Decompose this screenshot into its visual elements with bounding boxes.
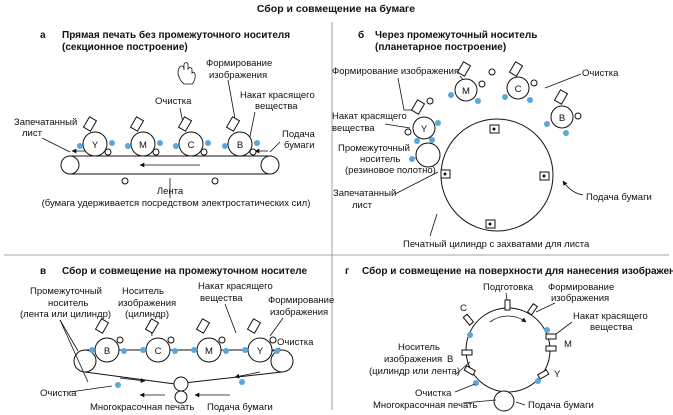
panel-a-subheading: (секционное построение) bbox=[62, 42, 188, 53]
panel-v-inter-label-2: носитель bbox=[48, 298, 88, 309]
panel-g-station-b: B bbox=[447, 354, 453, 365]
panel-v-unit-c: C bbox=[140, 318, 178, 363]
panel-b-forming-label: Формирование изображения bbox=[332, 66, 459, 77]
panel-v-carrier-label-2: изображения bbox=[118, 298, 176, 309]
panel-b-inter-label-2: носитель bbox=[360, 154, 400, 165]
panel-v-carrier-label-1: Носитель bbox=[122, 286, 164, 297]
panel-g-carrier-label-3: (цилиндр или лента) bbox=[369, 366, 460, 377]
panel-v: в Сбор и совмещение на промежуточном нос… bbox=[20, 265, 334, 413]
panel-b-unit-b: B bbox=[544, 89, 582, 136]
panel-v-drum-m-label: M bbox=[205, 346, 213, 357]
panel-b-feed-label: Подача бумаги bbox=[586, 192, 652, 203]
panel-v-inking-label-2: вещества bbox=[200, 293, 243, 304]
panel-b-printed-label-1: Запечатанный bbox=[333, 188, 396, 199]
panel-v-inking-label-1: Накат красящего bbox=[198, 281, 273, 292]
panel-g-forming-label-2: изображения bbox=[551, 293, 609, 304]
panel-g-cleaning-label: Очистка bbox=[415, 388, 452, 399]
panel-g-multicolor-label: Многокрасочная печать bbox=[373, 400, 477, 411]
panel-v-feed-label: Подача бумаги bbox=[207, 402, 273, 413]
panel-a-drum-c-label: C bbox=[188, 140, 195, 151]
panel-b-blanket bbox=[415, 142, 441, 168]
panel-g-letter: г bbox=[345, 266, 349, 277]
panel-v-unit-y: Y bbox=[242, 318, 280, 363]
panel-b-drum-m-label: M bbox=[462, 86, 470, 97]
panel-v-inter-label-1: Промежуточный bbox=[30, 286, 102, 297]
panel-a-unit-b: B bbox=[222, 116, 260, 157]
panel-a-belt bbox=[60, 148, 280, 185]
panel-g: г Сбор и совмещение на поверхности для н… bbox=[345, 265, 673, 412]
panel-a: а Прямая печать без промежуточного носит… bbox=[14, 29, 315, 209]
panel-b-printed-label-2: лист bbox=[352, 200, 373, 211]
panel-b-unit-m: M bbox=[448, 61, 486, 104]
panel-a-belt-label-2: (бумага удерживается посредством электро… bbox=[42, 198, 311, 209]
panel-v-unit-b: B bbox=[89, 318, 127, 363]
panel-b-unit-c: C bbox=[502, 61, 538, 103]
panel-a-inking-label-1: Накат красящего bbox=[240, 90, 315, 101]
panel-b-drum-c-label: C bbox=[515, 84, 522, 95]
panel-b: б Через промежуточный носитель (планетар… bbox=[332, 29, 652, 250]
panel-b-drum-y-label: Y bbox=[421, 124, 428, 135]
panel-b-print-cylinder bbox=[440, 118, 554, 232]
panel-v-forming-label-2: изображения bbox=[270, 307, 328, 318]
panel-v-multicolor-label: Многокрасочная печать bbox=[90, 402, 194, 413]
panel-g-feed-label: Подача бумаги bbox=[528, 400, 594, 411]
panel-g-prep-label: Подготовка bbox=[483, 282, 534, 293]
figure-title: Сбор и совмещение на бумаге bbox=[257, 3, 415, 15]
panel-a-forming-label-2: изображения bbox=[209, 70, 267, 81]
panel-b-inter-label-3: (резиновое полотно) bbox=[345, 165, 436, 176]
panel-a-feed-label-2: бумаги bbox=[284, 140, 314, 151]
panel-g-inking-label-2: вещества bbox=[590, 322, 633, 333]
panel-a-unit-y: Y bbox=[77, 116, 115, 157]
panel-a-unit-c: C bbox=[173, 116, 211, 157]
panel-v-forming-label-1: Формирование bbox=[268, 295, 334, 306]
panel-v-drum-y-label: Y bbox=[257, 346, 264, 357]
panel-g-inking-label-1: Накат красящего bbox=[573, 311, 648, 322]
panel-g-carrier-label-1: Носитель bbox=[398, 342, 440, 353]
panel-a-cleaning-label: Очистка bbox=[155, 96, 192, 107]
panel-g-station-y: Y bbox=[554, 369, 561, 380]
panel-v-unit-m: M bbox=[191, 318, 229, 363]
panel-a-drum-y-label: Y bbox=[92, 140, 99, 151]
panel-g-carrier-label-2: изображения bbox=[384, 354, 442, 365]
panel-b-letter: б bbox=[358, 29, 364, 41]
panel-v-drum-c-label: C bbox=[155, 346, 162, 357]
panel-b-inking-label-1: Накат красящего bbox=[332, 111, 407, 122]
panel-a-printed-label-2: лист bbox=[22, 128, 43, 139]
panel-a-forming-label-1: Формирование bbox=[206, 58, 272, 69]
panel-g-station-m: M bbox=[564, 339, 572, 350]
panel-a-feed-label-1: Подача bbox=[282, 129, 315, 140]
panel-v-inter-label-3: (лента или цилиндр) bbox=[20, 309, 111, 320]
panel-v-cleaning-left-label: Очистка bbox=[40, 388, 77, 399]
panel-v-letter: в bbox=[40, 266, 46, 277]
hand-icon bbox=[177, 62, 196, 85]
panel-a-letter: а bbox=[40, 30, 46, 41]
panel-g-forming-label-1: Формирование bbox=[548, 282, 614, 293]
panel-a-inking-label-2: вещества bbox=[255, 101, 298, 112]
panel-b-inter-label-1: Промежуточный bbox=[338, 143, 410, 154]
panel-b-subheading: (планетарное построение) bbox=[375, 42, 506, 53]
panel-a-heading: Прямая печать без промежуточного носител… bbox=[62, 29, 290, 41]
panel-b-heading: Через промежуточный носитель bbox=[375, 30, 537, 41]
panel-g-station-c: C bbox=[460, 303, 467, 314]
panel-v-carrier-label-3: (цилиндр) bbox=[125, 309, 169, 320]
panel-b-cleaning-label: Очистка bbox=[582, 68, 619, 79]
panel-b-unit-y: Y bbox=[404, 99, 441, 140]
panel-a-drum-m-label: M bbox=[139, 140, 147, 151]
panel-v-cleaning-right-label: Очистка bbox=[277, 337, 314, 348]
panel-a-drum-b-label: B bbox=[237, 140, 243, 151]
panel-v-heading: Сбор и совмещение на промежуточном носит… bbox=[62, 265, 307, 277]
panel-a-unit-m: M bbox=[125, 116, 163, 157]
panel-b-drum-b-label: B bbox=[559, 113, 565, 124]
panel-b-cylinder-label: Печатный цилиндр с захватами для листа bbox=[403, 239, 590, 250]
panel-v-drum-b-label: B bbox=[104, 346, 110, 357]
panel-g-heading: Сбор и совмещение на поверхности для нан… bbox=[362, 265, 673, 277]
panel-b-inking-label-2: вещества bbox=[332, 123, 375, 134]
panel-a-printed-label-1: Запечатанный bbox=[14, 117, 77, 128]
